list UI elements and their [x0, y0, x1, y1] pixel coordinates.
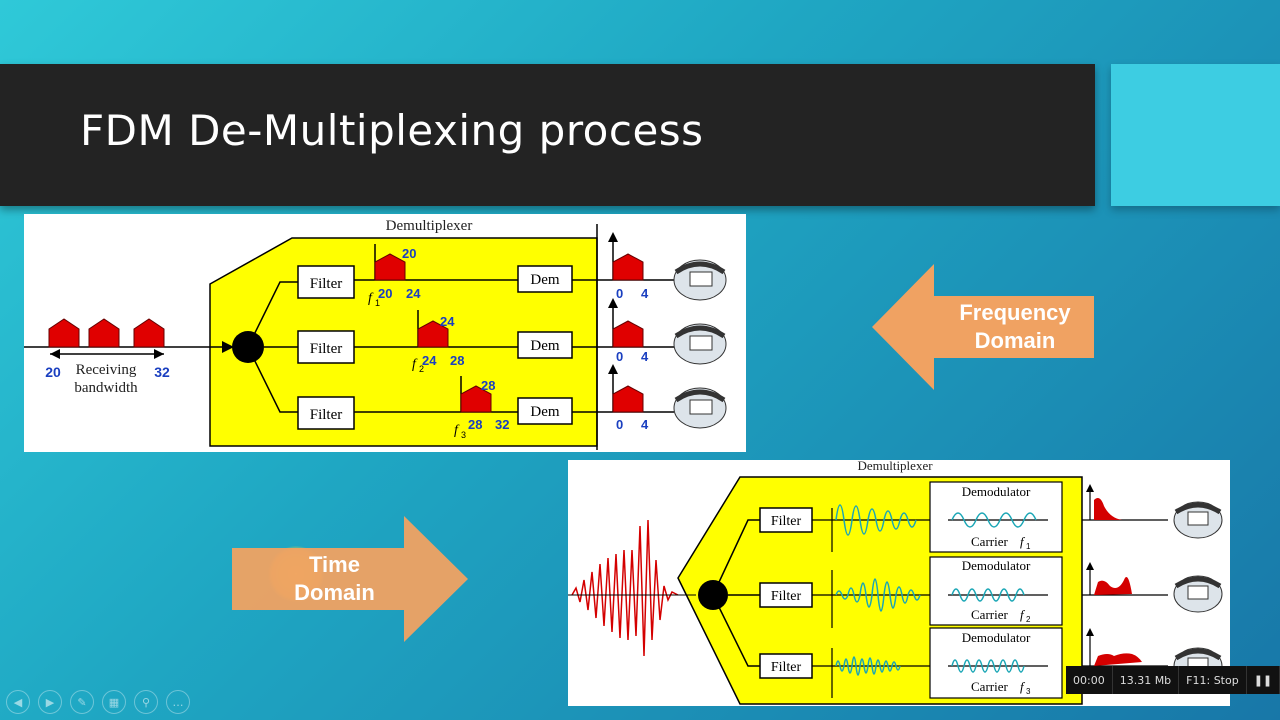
- composite-signal: [571, 519, 679, 657]
- channel-row-1: Filter 20 f 1 20 24 Dem 0 4: [297, 232, 727, 308]
- left-arrow-icon: [872, 264, 1094, 390]
- demodulator-label-1: Demodulator: [962, 484, 1031, 499]
- lo-label-1: 20: [378, 286, 392, 301]
- frequency-arrow-line1: Frequency: [959, 300, 1071, 325]
- telephone-icon-3: [673, 387, 727, 429]
- slides-grid-icon[interactable]: ▦: [102, 690, 126, 714]
- time-row-2: Filter Demodulator Carrier f 2: [759, 556, 1168, 628]
- time-diagram-svg: Demultiplexer Filter Demodulator Carrier…: [568, 460, 1223, 705]
- telephone-icon-5: [1173, 575, 1223, 613]
- title-bar: [0, 64, 1095, 206]
- carrier-label-2: Carrier: [971, 607, 1008, 622]
- frequency-diagram-svg: Demultiplexer 20 32 Receiving bandwidth: [24, 218, 727, 450]
- carrier-f-2: f: [1020, 607, 1026, 622]
- carrier-sub-2: 2: [1026, 615, 1031, 624]
- filter-box-1: Filter: [310, 276, 343, 292]
- time-row-1: Filter Demodulator Carrier f 1: [759, 481, 1168, 553]
- demodulator-label-2: Demodulator: [962, 558, 1031, 573]
- time-arrow-line1: Time: [309, 552, 360, 577]
- slideshow-controls: ◀ ▶ ✎ ▦ ⚲ …: [6, 690, 190, 714]
- out-lo-1: 0: [616, 286, 623, 301]
- input-spectra: [48, 318, 165, 348]
- frequency-domain-arrow: Frequency Domain: [872, 264, 1096, 390]
- time-domain-arrow: Time Domain: [232, 516, 468, 642]
- dem-box-2: Dem: [530, 338, 559, 354]
- f-label-1: f: [368, 291, 374, 306]
- dem-box-1: Dem: [530, 272, 559, 288]
- telephone-icon-1: [673, 259, 727, 301]
- f-label-2: f: [412, 357, 418, 372]
- carrier-sub-3: 3: [1026, 687, 1031, 696]
- telephone-icon-2: [673, 323, 727, 365]
- carrier-sub-1: 1: [1026, 542, 1031, 551]
- f-label-3: f: [454, 423, 460, 438]
- time-demux-header: Demultiplexer: [857, 460, 933, 473]
- filter-box-3: Filter: [310, 407, 343, 423]
- zoom-icon[interactable]: ⚲: [134, 690, 158, 714]
- frequency-diagram: Demultiplexer 20 32 Receiving bandwidth: [24, 214, 746, 452]
- previous-icon[interactable]: ◀: [6, 690, 30, 714]
- f-sub-3: 3: [461, 430, 466, 440]
- out-lo-2: 0: [616, 349, 623, 364]
- recording-time: 00:00: [1066, 666, 1113, 694]
- next-icon[interactable]: ▶: [38, 690, 62, 714]
- bw-high: 32: [154, 364, 170, 380]
- time-filter-1: Filter: [771, 514, 802, 529]
- time-filter-2: Filter: [771, 589, 802, 604]
- carrier-label-1: Carrier: [971, 534, 1008, 549]
- bandwidth-label: bandwidth: [74, 380, 138, 396]
- time-arrow-line2: Domain: [294, 580, 375, 605]
- right-arrow-icon: [232, 516, 468, 642]
- hi-label-2: 28: [450, 353, 464, 368]
- bw-low: 20: [45, 364, 61, 380]
- f-sub-1: 1: [375, 298, 380, 308]
- channel-row-2: Filter 24 f 2 24 28 Dem 0 4: [297, 298, 727, 374]
- carrier-f-1: f: [1020, 534, 1026, 549]
- out-hi-1: 4: [641, 286, 649, 301]
- out-hi-2: 4: [641, 349, 649, 364]
- receiving-label: Receiving: [76, 362, 137, 378]
- out-lo-3: 0: [616, 417, 623, 432]
- time-diagram: Demultiplexer Filter Demodulator Carrier…: [568, 460, 1230, 706]
- carrier-f-3: f: [1020, 679, 1026, 694]
- pause-icon[interactable]: ❚❚: [1247, 666, 1280, 694]
- recorder-toolbar: 00:00 13.31 Mb F11: Stop ❚❚ ■: [1066, 666, 1280, 694]
- out-hi-3: 4: [641, 417, 649, 432]
- freq-demux-header: Demultiplexer: [386, 218, 473, 234]
- slide-title: FDM De-Multiplexing process: [80, 106, 704, 155]
- accent-box: [1111, 64, 1280, 206]
- peak-label-2: 24: [440, 314, 455, 329]
- f-sub-2: 2: [419, 364, 424, 374]
- lo-label-3: 28: [468, 417, 482, 432]
- filter-box-2: Filter: [310, 341, 343, 357]
- more-options-icon[interactable]: …: [166, 690, 190, 714]
- lo-label-2: 24: [422, 353, 437, 368]
- telephone-icon-4: [1173, 501, 1223, 539]
- carrier-label-3: Carrier: [971, 679, 1008, 694]
- recording-size: 13.31 Mb: [1113, 666, 1180, 694]
- pen-icon[interactable]: ✎: [70, 690, 94, 714]
- dem-box-3: Dem: [530, 404, 559, 420]
- channel-row-3: Filter 28 f 3 28 32 Dem 0 4: [297, 364, 727, 440]
- peak-label-1: 20: [402, 246, 416, 261]
- time-filter-3: Filter: [771, 660, 802, 675]
- time-row-3: Filter Demodulator Carrier f 3: [759, 627, 1168, 699]
- hi-label-3: 32: [495, 417, 509, 432]
- stop-shortcut[interactable]: F11: Stop: [1179, 666, 1247, 694]
- frequency-arrow-line2: Domain: [974, 328, 1056, 353]
- peak-label-3: 28: [481, 378, 495, 393]
- hi-label-1: 24: [406, 286, 421, 301]
- demodulator-label-3: Demodulator: [962, 630, 1031, 645]
